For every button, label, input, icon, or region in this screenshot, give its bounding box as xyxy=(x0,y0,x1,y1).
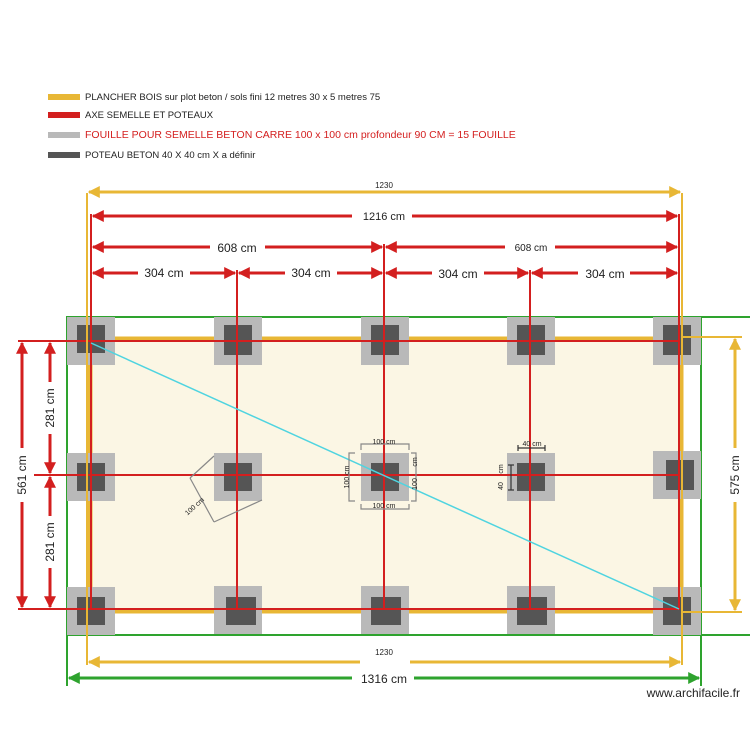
post-h-unit: cm xyxy=(498,464,505,474)
dim-quarter-3-label: 304 cm xyxy=(438,267,477,281)
footing-h2-label: 100 xyxy=(412,478,419,490)
legend-footing-text: FOUILLE POUR SEMELLE BETON CARRE 100 x 1… xyxy=(85,129,516,141)
footing-swatch xyxy=(48,132,80,138)
dim-right-floor-label: 575 cm xyxy=(728,455,742,494)
axis-lines xyxy=(18,214,680,610)
footing-h2-unit: cm xyxy=(412,457,419,467)
dim-left-bottom-label: 281 cm xyxy=(43,522,57,561)
legend-footing: FOUILLE POUR SEMELLE BETON CARRE 100 x 1… xyxy=(48,129,516,141)
dim-outline-total-label: 1316 cm xyxy=(361,672,407,686)
legend-post: POTEAU BETON 40 X 40 cm X a définir xyxy=(48,149,255,161)
dim-quarter-2-label: 304 cm xyxy=(291,266,330,280)
dim-quarter-4-label: 304 cm xyxy=(585,267,624,281)
post-detail xyxy=(508,445,546,491)
post-h-label: 40 xyxy=(498,482,505,490)
post xyxy=(371,597,401,625)
post-swatch xyxy=(48,152,80,158)
legend-axis-text: AXE SEMELLE ET POTEAUX xyxy=(85,109,214,121)
footing-h-label: 100 cm xyxy=(344,465,351,488)
axis-swatch xyxy=(48,112,80,118)
post xyxy=(226,597,256,625)
dim-top-floor-label: 1230 xyxy=(375,181,393,190)
dim-axis-total-label: 1216 cm xyxy=(363,211,405,223)
diag-detail xyxy=(189,455,263,523)
dim-bottom-floor-label: 1230 xyxy=(375,648,393,657)
credit-text: www.archifacile.fr xyxy=(646,686,740,700)
floor-swatch xyxy=(48,94,80,100)
footing-detail xyxy=(348,443,417,510)
legend-axis: AXE SEMELLE ET POTEAUX xyxy=(48,109,213,121)
dim-half-left-label: 608 cm xyxy=(217,241,256,255)
legend-post-text: POTEAU BETON 40 X 40 cm X a définir xyxy=(85,149,256,161)
dim-left-top-label: 281 cm xyxy=(43,388,57,427)
footing-w2-label: 100 cm xyxy=(373,503,396,510)
dim-quarter-1-label: 304 cm xyxy=(144,266,183,280)
post-w-label: 40 cm xyxy=(522,441,541,448)
footing-w-label: 100 cm xyxy=(373,439,396,446)
legend-floor: PLANCHER BOIS sur plot beton / sols fini… xyxy=(48,91,380,103)
dim-left-total-label: 561 cm xyxy=(15,455,29,494)
post xyxy=(517,597,547,625)
dim-half-right-label: 608 cm xyxy=(515,243,548,254)
diagonal-line xyxy=(90,342,680,610)
legend-floor-text: PLANCHER BOIS sur plot beton / sols fini… xyxy=(85,91,381,103)
